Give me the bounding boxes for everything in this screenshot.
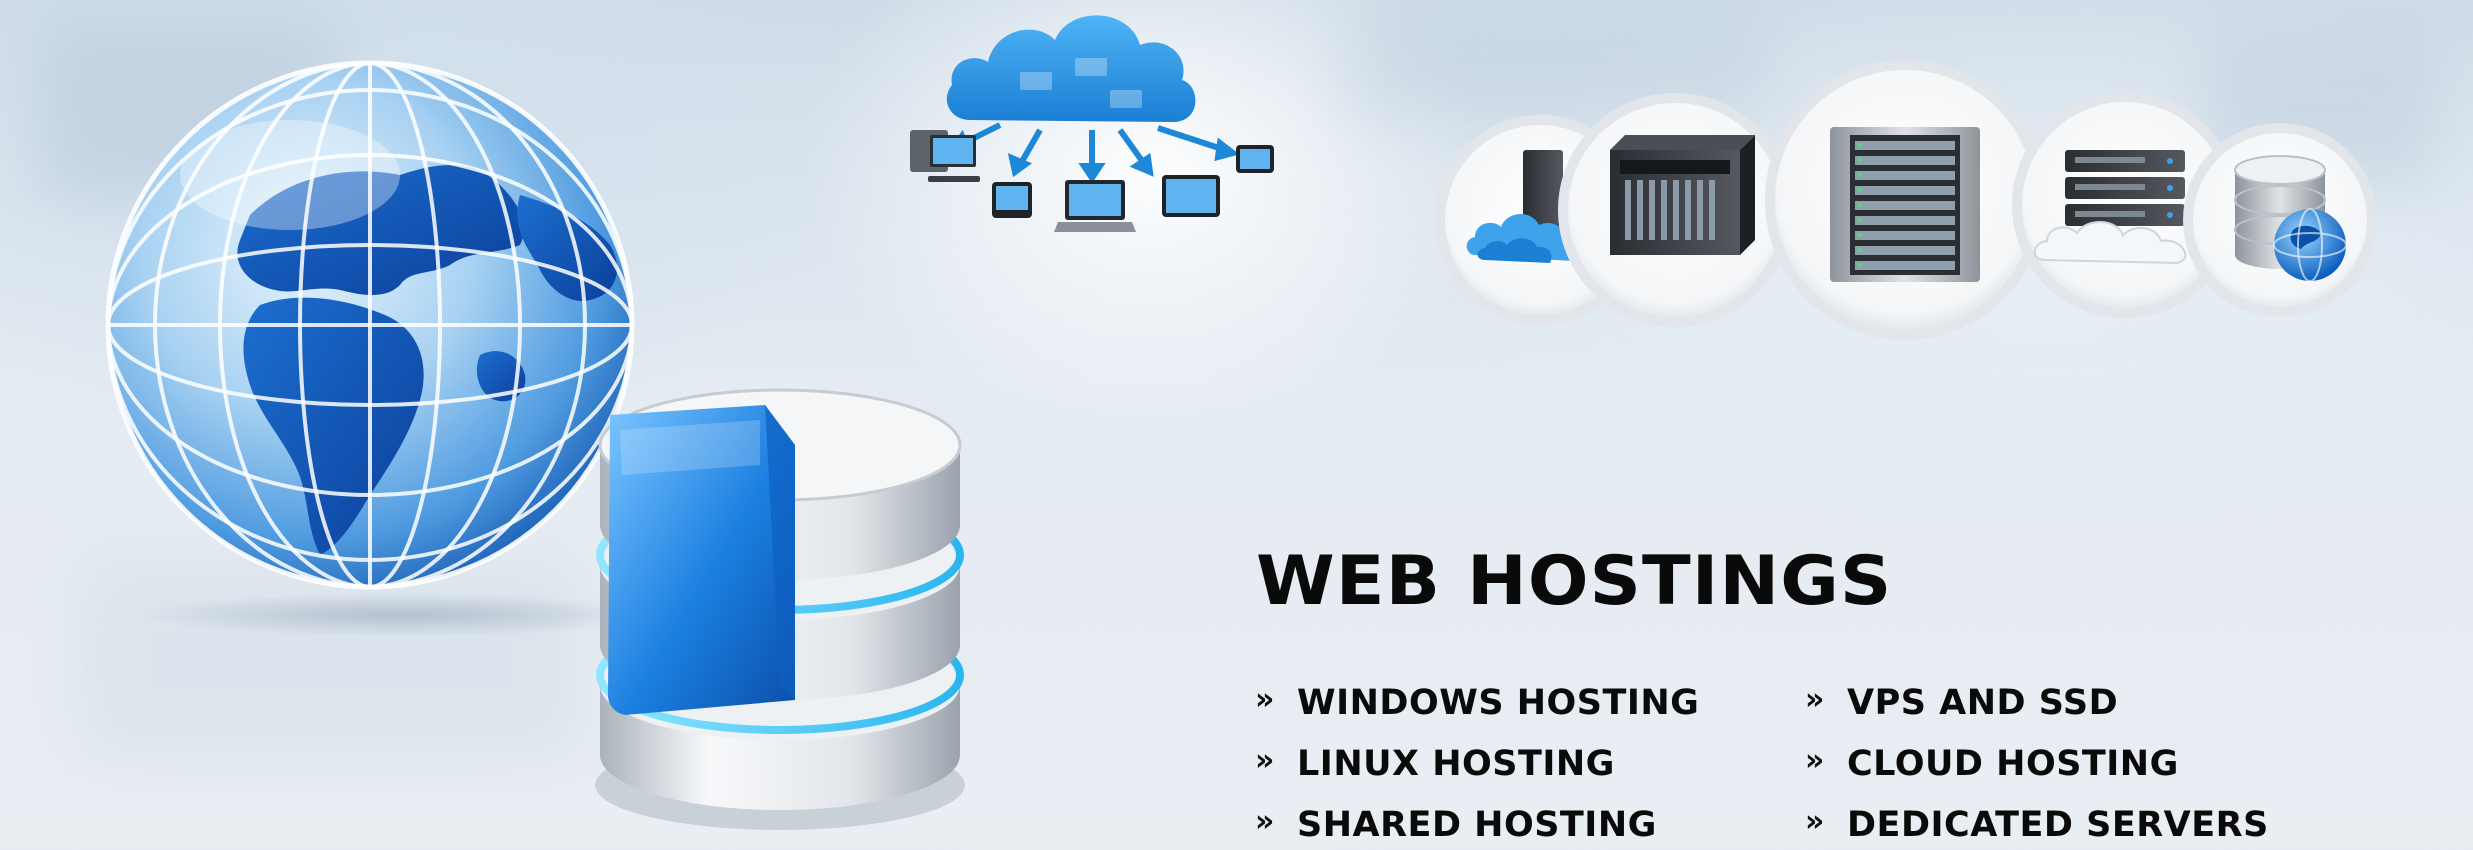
blade-server-icon [1765,60,2045,340]
server-stack-cloud-icon [2012,92,2238,318]
globe-icon [105,60,660,635]
list-item: » WINDOWS HOSTING [1255,672,1699,733]
services-list-right: » VPS AND SSD » CLOUD HOSTING » DEDICATE… [1805,672,2269,850]
server-rack-icon [1558,93,1792,327]
list-item: » SHARED HOSTING [1255,794,1699,850]
database-globe-icon [2183,123,2375,317]
service-label: SHARED HOSTING [1297,804,1657,845]
database-cylinder-icon [595,388,965,830]
list-item: » CLOUD HOSTING [1805,733,2269,794]
double-chevron-right-icon: » [1805,742,1825,778]
double-chevron-right-icon: » [1255,742,1275,778]
service-label: DEDICATED SERVERS [1847,804,2269,845]
service-label: VPS AND SSD [1847,682,2119,723]
page-title: WEB HOSTINGS [1256,542,1893,621]
server-circles-group [1435,60,2375,340]
double-chevron-right-icon: » [1805,681,1825,717]
service-label: LINUX HOSTING [1297,743,1615,784]
background-blur [80,560,580,760]
double-chevron-right-icon: » [1805,803,1825,839]
list-item: » DEDICATED SERVERS [1805,794,2269,850]
services-list-left: » WINDOWS HOSTING » LINUX HOSTING » SHAR… [1255,672,1699,850]
double-chevron-right-icon: » [1255,803,1275,839]
double-chevron-right-icon: » [1255,681,1275,717]
service-label: CLOUD HOSTING [1847,743,2179,784]
cloud-network-icon [910,15,1274,232]
list-item: » VPS AND SSD [1805,672,2269,733]
list-item: » LINUX HOSTING [1255,733,1699,794]
service-label: WINDOWS HOSTING [1297,682,1700,723]
